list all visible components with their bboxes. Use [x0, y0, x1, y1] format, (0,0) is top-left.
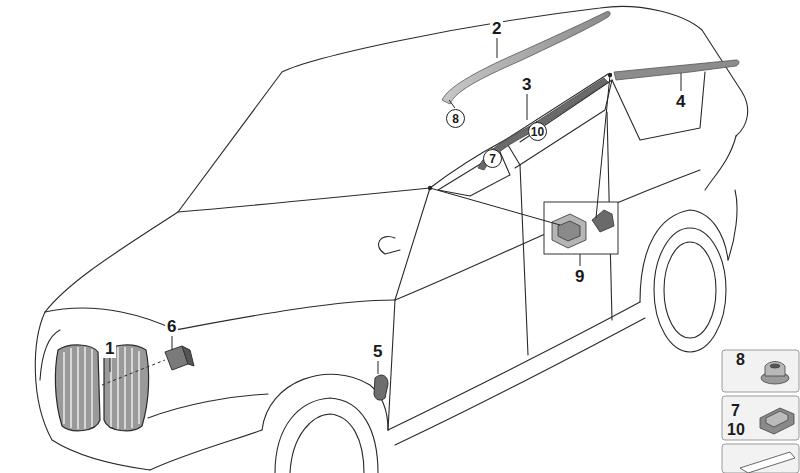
callout-number: 10	[726, 421, 746, 439]
callout-number: 7	[730, 402, 741, 420]
callout-number: 8	[735, 351, 746, 369]
callout-number: 5	[371, 342, 384, 361]
circled-callout-number: 10	[528, 122, 547, 141]
circled-callout-number: 7	[483, 149, 502, 168]
callout-number: 9	[573, 267, 586, 286]
callout-number: 6	[165, 317, 178, 336]
callout-number: 1	[103, 339, 116, 358]
circled-callout-number: 8	[446, 109, 465, 128]
callout-number: 3	[520, 75, 533, 94]
callout-number: 4	[674, 92, 687, 111]
callout-number: 2	[490, 19, 503, 38]
